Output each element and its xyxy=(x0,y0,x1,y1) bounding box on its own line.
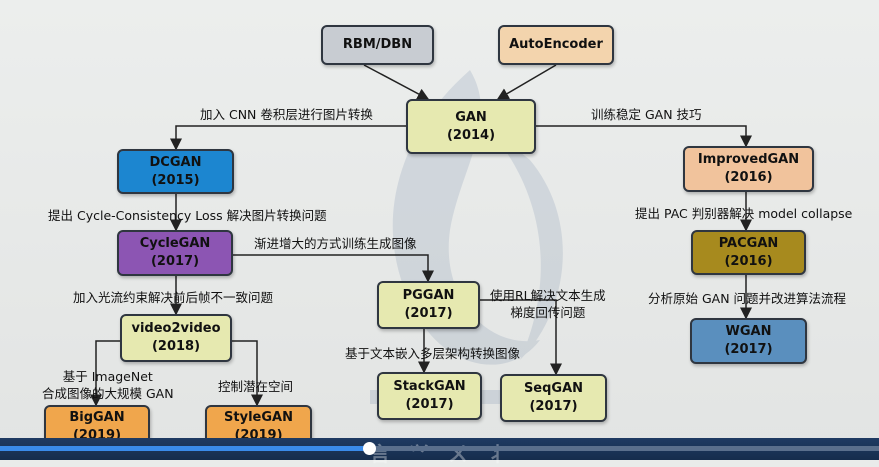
node-pggan: PGGAN (2017) xyxy=(377,281,480,329)
node-name: WGAN xyxy=(725,324,772,339)
edge-label-pggan-seqgan: 使用RL解决文本生成 梯度回传问题 xyxy=(490,287,606,321)
edge-label-pacgan-wgan: 分析原始 GAN 问题并改进算法流程 xyxy=(648,291,847,306)
edge-label-gan-dcgan: 加入 CNN 卷积层进行图片转换 xyxy=(200,107,373,122)
node-pacgan: PACGAN (2016) xyxy=(691,230,806,275)
edge-label-cyclegan-video2video: 加入光流约束解决前后帧不一致问题 xyxy=(73,290,274,305)
node-year: (2016) xyxy=(724,170,773,185)
subtitle-text: 言 ⺍ ㄨ 丬 xyxy=(370,442,513,466)
node-cyclegan: CycleGAN (2017) xyxy=(117,230,233,276)
node-year: (2017) xyxy=(150,254,200,269)
node-name: StackGAN xyxy=(393,379,466,394)
node-video2video: video2video (2018) xyxy=(120,314,232,362)
node-name: ImprovedGAN xyxy=(697,152,800,167)
edge-label-line: 梯度回传问题 xyxy=(510,305,586,320)
node-improvedgan: ImprovedGAN (2016) xyxy=(683,146,814,192)
node-year: (2017) xyxy=(405,397,454,412)
node-name: BigGAN xyxy=(69,410,125,425)
node-name: AutoEncoder xyxy=(509,37,603,52)
edge-label-improvedgan-pacgan: 提出 PAC 判别器解决 model collapse xyxy=(635,206,853,221)
node-name: DCGAN xyxy=(149,154,202,170)
video-progress-knob[interactable] xyxy=(363,442,377,455)
node-year: (2016) xyxy=(724,253,773,269)
node-name: video2video xyxy=(131,321,221,336)
node-gan: GAN (2014) xyxy=(406,99,536,154)
node-name: RBM/DBN xyxy=(342,37,413,52)
edge-label-dcgan-cyclegan: 提出 Cycle-Consistency Loss 解决图片转换问题 xyxy=(48,208,327,223)
node-stackgan: StackGAN (2017) xyxy=(377,372,482,420)
node-year: (2014) xyxy=(446,127,496,143)
node-name: CycleGAN xyxy=(139,236,211,251)
node-seqgan: SeqGAN (2017) xyxy=(500,374,607,422)
node-name: PGGAN xyxy=(402,288,455,303)
edge-label-video2video-biggan: 基于 ImageNet 合成图像的大规模 GAN xyxy=(42,368,174,402)
edge-label-line: 使用RL解决文本生成 xyxy=(490,288,606,303)
node-name: GAN xyxy=(455,109,487,125)
edge-label-cyclegan-pggan: 渐进增大的方式训练生成图像 xyxy=(254,236,417,251)
node-rbm-dbn: RBM/DBN xyxy=(321,25,434,65)
video-progress-bar[interactable] xyxy=(0,442,879,455)
edge-label-line: 基于 ImageNet xyxy=(62,369,153,384)
node-year: (2017) xyxy=(404,306,453,321)
node-year: (2017) xyxy=(529,399,578,414)
node-year: (2017) xyxy=(724,342,773,357)
node-name: SeqGAN xyxy=(523,381,584,396)
edge-label-video2video-stylegan: 控制潜在空间 xyxy=(218,379,294,394)
node-autoencoder: AutoEncoder xyxy=(498,25,614,65)
node-name: StyleGAN xyxy=(224,410,293,425)
edge-label-gan-improvedgan: 训练稳定 GAN 技巧 xyxy=(591,107,702,122)
node-wgan: WGAN (2017) xyxy=(690,318,807,364)
node-name: PACGAN xyxy=(718,235,779,251)
node-year: (2015) xyxy=(151,172,200,188)
edge-label-pggan-stackgan: 基于文本嵌入多层架构转换图像 xyxy=(345,346,521,361)
edge-label-line: 合成图像的大规模 GAN xyxy=(42,386,174,401)
video-progress-fill xyxy=(0,446,370,451)
node-year: (2018) xyxy=(151,339,201,354)
node-dcgan: DCGAN (2015) xyxy=(117,149,234,194)
